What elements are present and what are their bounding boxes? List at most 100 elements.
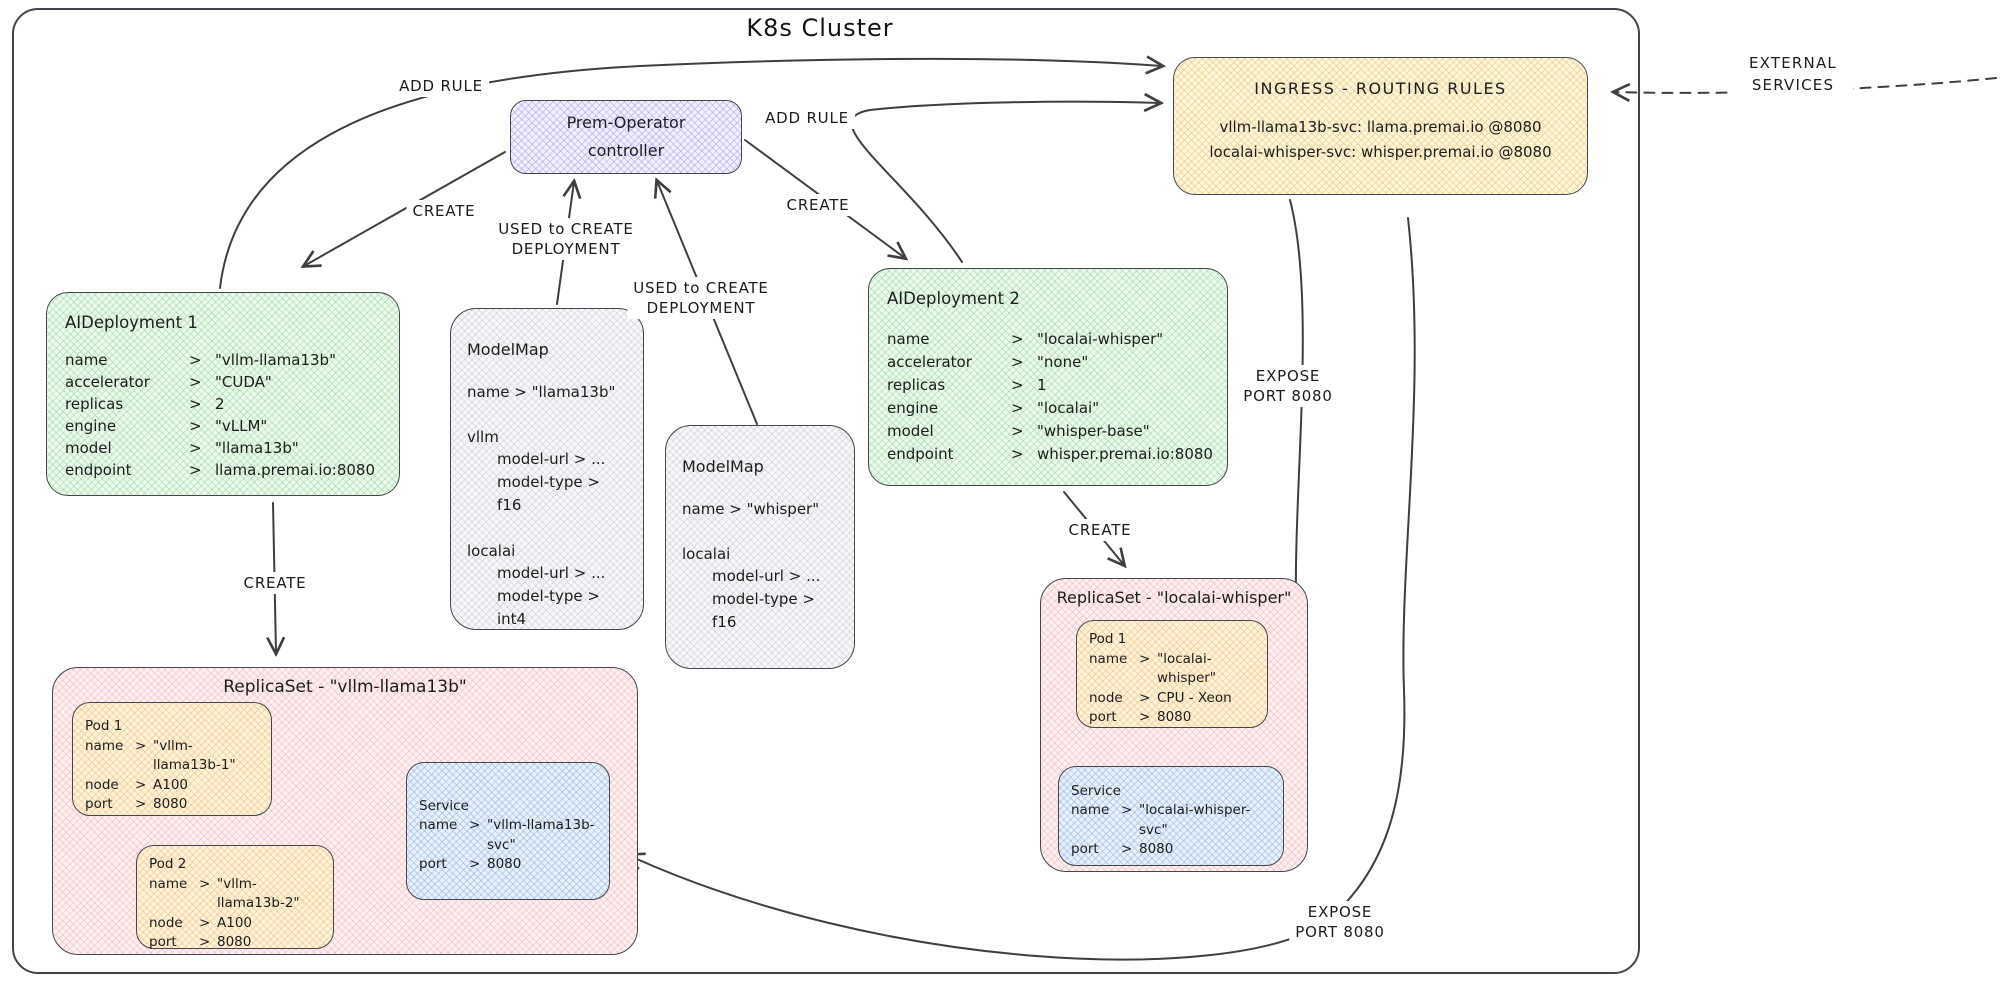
spec-key: endpoint [887, 445, 954, 463]
spec-value: "localai-whisper-svc" [1139, 802, 1251, 838]
modelmap-line: model-url > ... [712, 567, 821, 585]
modelmap-section-localai: localai [467, 542, 516, 560]
spec-sep: > [189, 395, 202, 413]
label-used-to-create-1: USED to CREATE DEPLOYMENT [492, 218, 640, 260]
spec-sep: > [1011, 399, 1024, 417]
pod-whisper-box: Pod 1 name>"localai-whisper" node>CPU - … [1076, 620, 1268, 728]
label-add-rule-right: ADD RULE [759, 107, 855, 129]
label-line: PORT 8080 [1243, 387, 1333, 405]
spec-sep: > [1011, 422, 1024, 440]
modelmap-line: model-type > f16 [497, 473, 600, 514]
spec-key: endpoint [65, 461, 132, 479]
spec-key: name [65, 351, 108, 369]
modelmap-name: name > "llama13b" [467, 383, 616, 401]
spec-sep: > [135, 776, 147, 793]
replicaset-vllm-title: ReplicaSet - "vllm-llama13b" [223, 677, 467, 697]
aideployment-1-title: AIDeployment 1 [65, 313, 198, 332]
spec-value: "localai-whisper" [1037, 330, 1164, 348]
cluster-title: K8s Cluster [746, 14, 894, 42]
modelmap-line: model-type > int4 [497, 587, 600, 628]
ingress-title: INGRESS - ROUTING RULES [1254, 79, 1507, 98]
spec-sep: > [469, 856, 481, 872]
prem-operator-box: Prem-Operator controller [510, 100, 742, 174]
spec-value: 8080 [153, 796, 188, 812]
spec-sep: > [1011, 376, 1024, 394]
spec-value: 8080 [1157, 709, 1192, 725]
spec-value: A100 [217, 914, 253, 931]
spec-sep: > [189, 417, 202, 435]
spec-sep: > [469, 817, 481, 833]
ingress-rule-whisper: localai-whisper-svc: whisper.premai.io @… [1209, 143, 1552, 161]
service-spec: name>"localai-whisper-svc" port>8080 [1071, 801, 1271, 860]
label-expose-port-bottom: EXPOSE PORT 8080 [1289, 901, 1391, 943]
pod-spec: name>"vllm-llama13b-1" node>A100 port>80… [85, 737, 259, 815]
modelmap-line: model-url > ... [497, 450, 606, 468]
spec-sep: > [1121, 802, 1133, 818]
spec-sep: > [189, 461, 202, 479]
spec-sep: > [199, 934, 211, 950]
prem-operator-subtitle: controller [587, 141, 665, 160]
aideployment-1-spec: name>"vllm-llama13b" accelerator>"CUDA" … [65, 349, 381, 481]
spec-value: "vllm-llama13b-2" [217, 875, 300, 912]
spec-sep: > [1121, 841, 1133, 857]
spec-value: llama.premai.io:8080 [215, 461, 375, 479]
modelmap-line: model-type > f16 [712, 590, 815, 631]
label-create-aid1-replicaset: CREATE [237, 572, 313, 594]
spec-value: A100 [153, 776, 189, 793]
spec-key: model [887, 422, 934, 440]
pod-vllm-2-box: Pod 2 name>"vllm-llama13b-2" node>A100 p… [136, 845, 334, 950]
pod-spec: name>"localai-whisper" node>CPU - Xeon p… [1089, 650, 1255, 728]
modelmap-whisper-box: ModelMap name > "whisper" localai model-… [665, 425, 855, 669]
label-add-rule-left: ADD RULE [393, 75, 489, 97]
pod-title: Pod 1 [1089, 631, 1127, 647]
spec-sep: > [1011, 330, 1024, 348]
spec-value: "localai" [1037, 399, 1100, 417]
spec-sep: > [199, 875, 211, 892]
spec-sep: > [1139, 650, 1151, 667]
spec-sep: > [1139, 689, 1151, 706]
spec-sep: > [135, 737, 147, 754]
modelmap-title: ModelMap [682, 457, 764, 476]
spec-key: node [1089, 689, 1123, 706]
spec-key: engine [887, 399, 939, 417]
service-whisper-box: Service name>"localai-whisper-svc" port>… [1058, 766, 1284, 866]
label-create-aid2-replicaset: CREATE [1062, 519, 1138, 541]
label-line: EXTERNAL [1749, 54, 1837, 72]
spec-key: accelerator [65, 373, 150, 391]
label-line: SERVICES [1751, 76, 1835, 94]
label-line: USED to CREATE [633, 279, 769, 297]
spec-value: "llama13b" [215, 439, 299, 457]
spec-value: "none" [1037, 353, 1089, 371]
spec-key: engine [65, 417, 117, 435]
spec-value: "localai-whisper" [1157, 650, 1217, 687]
pod-vllm-1-box: Pod 1 name>"vllm-llama13b-1" node>A100 p… [72, 702, 272, 816]
spec-value: "vLLM" [215, 417, 268, 435]
spec-key: name [887, 330, 930, 348]
aideployment-2-box: AIDeployment 2 name>"localai-whisper" ac… [868, 268, 1228, 486]
modelmap-llama13b-box: ModelMap name > "llama13b" vllm model-ur… [450, 308, 644, 630]
service-spec: name>"vllm-llama13b-svc" port>8080 [419, 816, 597, 875]
label-create-operator-aid2: CREATE [780, 194, 856, 216]
spec-sep: > [189, 373, 202, 391]
modelmap-line: model-url > ... [497, 564, 606, 582]
modelmap-section-vllm: vllm [467, 428, 499, 446]
pod-title: Pod 1 [85, 718, 123, 734]
spec-value: "CUDA" [215, 373, 272, 391]
aideployment-2-title: AIDeployment 2 [887, 289, 1020, 308]
spec-sep: > [135, 796, 147, 812]
spec-key: port [149, 934, 177, 950]
prem-operator-title: Prem-Operator [566, 113, 686, 132]
spec-value: whisper.premai.io:8080 [1037, 445, 1213, 463]
ingress-box: INGRESS - ROUTING RULES vllm-llama13b-sv… [1173, 57, 1588, 195]
spec-sep: > [1011, 445, 1024, 463]
modelmap-title: ModelMap [467, 340, 549, 359]
label-expose-port-top: EXPOSE PORT 8080 [1237, 365, 1339, 407]
spec-key: name [1071, 802, 1110, 818]
spec-value: 8080 [487, 856, 522, 872]
modelmap-name: name > "whisper" [682, 500, 820, 518]
spec-key: name [149, 875, 188, 892]
spec-key: replicas [887, 376, 946, 394]
service-title: Service [1071, 782, 1121, 799]
label-line: PORT 8080 [1295, 923, 1385, 941]
ingress-rule-vllm: vllm-llama13b-svc: llama.premai.io @8080 [1219, 118, 1542, 136]
